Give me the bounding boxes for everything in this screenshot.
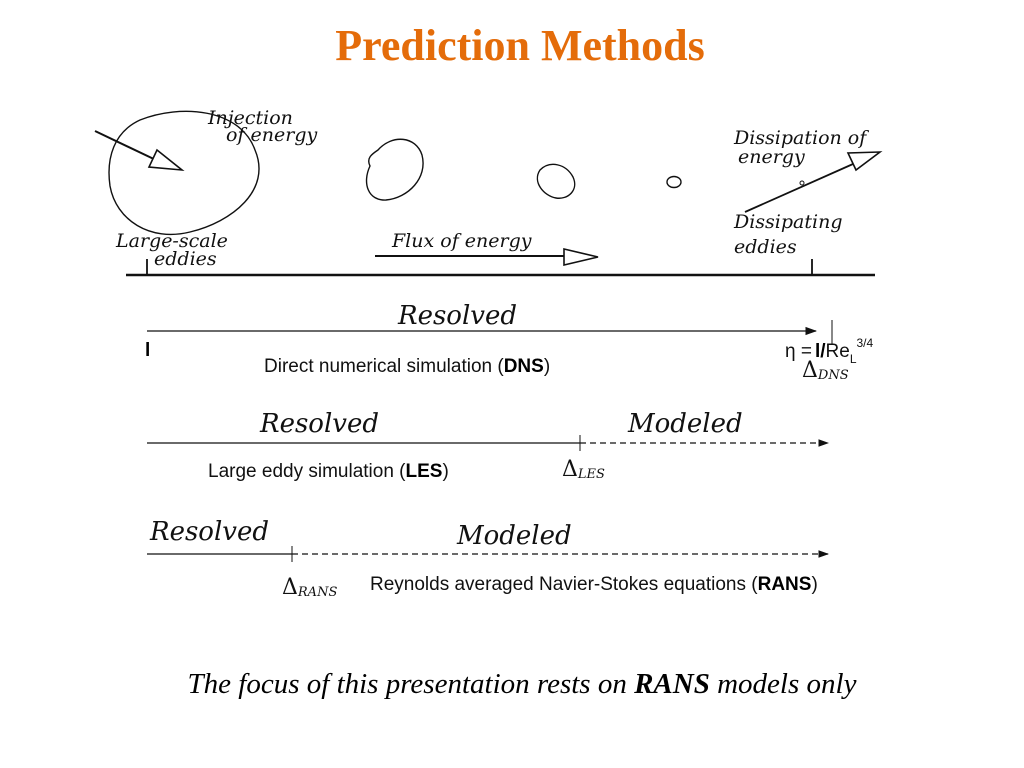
delta-dns: ΔDNS (802, 358, 849, 383)
rans-modeled-label: Modeled (456, 521, 572, 551)
large-scale-label-1: Large-scale (115, 230, 228, 252)
delta-les: ΔLES (562, 457, 605, 482)
large-scale-label-2: eddies (154, 248, 217, 270)
dns-resolved-label: Resolved (397, 301, 517, 331)
dissipation-label-2: energy (738, 146, 805, 168)
rans-resolved-label: Resolved (149, 517, 269, 547)
small-eddy-blob (536, 163, 576, 199)
smallest-eddy-dot (799, 180, 805, 186)
footer-emphasis: RANS (634, 668, 710, 700)
les-resolved-label: Resolved (259, 409, 379, 439)
tiny-eddy-blob (666, 175, 682, 189)
slide-title: Prediction Methods (335, 21, 705, 70)
large-eddy-blob (108, 110, 260, 236)
les-caption: Large eddy simulation (LES) (208, 461, 449, 482)
injection-arrow (94, 130, 185, 172)
dissipation-label-1: Dissipation of (733, 127, 869, 149)
rans-caption: Reynolds averaged Navier-Stokes equation… (370, 574, 818, 595)
dns-l-mark: l (145, 340, 150, 361)
injection-label-2: of energy (226, 124, 317, 146)
footer-suffix: models only (709, 668, 857, 700)
footer-statement: The focus of this presentation rests on … (0, 668, 1024, 701)
flux-arrow (375, 247, 599, 267)
medium-eddy-blob (365, 138, 424, 201)
dns-eta-formula: η =l/ReL3/4 (785, 336, 874, 366)
footer-prefix: The focus of this presentation rests on (187, 668, 635, 700)
dns-caption: Direct numerical simulation (DNS) (264, 356, 550, 377)
les-modeled-label: Modeled (627, 409, 743, 439)
delta-rans: ΔRANS (282, 575, 337, 600)
injection-label-1: Injection (207, 107, 293, 129)
dissipating-label-1: Dissipating (733, 211, 843, 233)
flux-label: Flux of energy (391, 230, 532, 252)
dissipation-arrow (744, 151, 883, 213)
dissipating-label-2: eddies (734, 236, 797, 258)
